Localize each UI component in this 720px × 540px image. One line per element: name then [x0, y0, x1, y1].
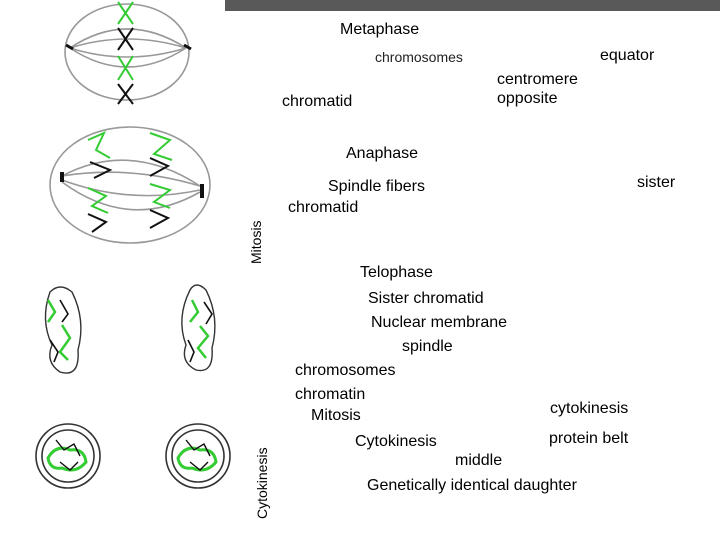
label-cytokinesis-lower: cytokinesis	[550, 400, 629, 417]
label-middle: middle	[455, 452, 503, 469]
side-label-cytokinesis: Cytokinesis	[254, 447, 270, 519]
label-cytokinesis-cap: Cytokinesis	[355, 433, 437, 450]
label-chromatid-1: chromatid	[282, 93, 353, 110]
label-chromatid-2: chromatid	[288, 199, 359, 216]
label-sister-1: sister	[637, 174, 676, 191]
label-chromosomes: chromosomes	[295, 362, 396, 379]
label-spindle-fibers: Spindle fibers	[328, 178, 425, 195]
label-sister-chromatid: Sister chromatid	[368, 290, 484, 307]
label-telophase: Telophase	[360, 264, 433, 281]
label-mitosis: Mitosis	[311, 407, 361, 424]
label-equator: equator	[600, 47, 655, 64]
top-bar	[225, 0, 720, 11]
label-metaphase: Metaphase	[340, 21, 420, 38]
label-protein-belt: protein belt	[549, 430, 629, 447]
label-anaphase: Anaphase	[346, 145, 419, 162]
label-genetically-identical-daughter: Genetically identical daughter	[367, 477, 577, 494]
label-opposite: opposite	[497, 90, 558, 107]
side-label-mitosis: Mitosis	[248, 220, 264, 264]
label-centromere: centromere	[497, 71, 578, 88]
label-chromatin: chromatin	[295, 386, 366, 403]
label-nuclear-membrane: Nuclear membrane	[371, 314, 508, 331]
label-chromosomes-small: chromosomes	[375, 49, 463, 65]
label-spindle: spindle	[402, 338, 453, 355]
